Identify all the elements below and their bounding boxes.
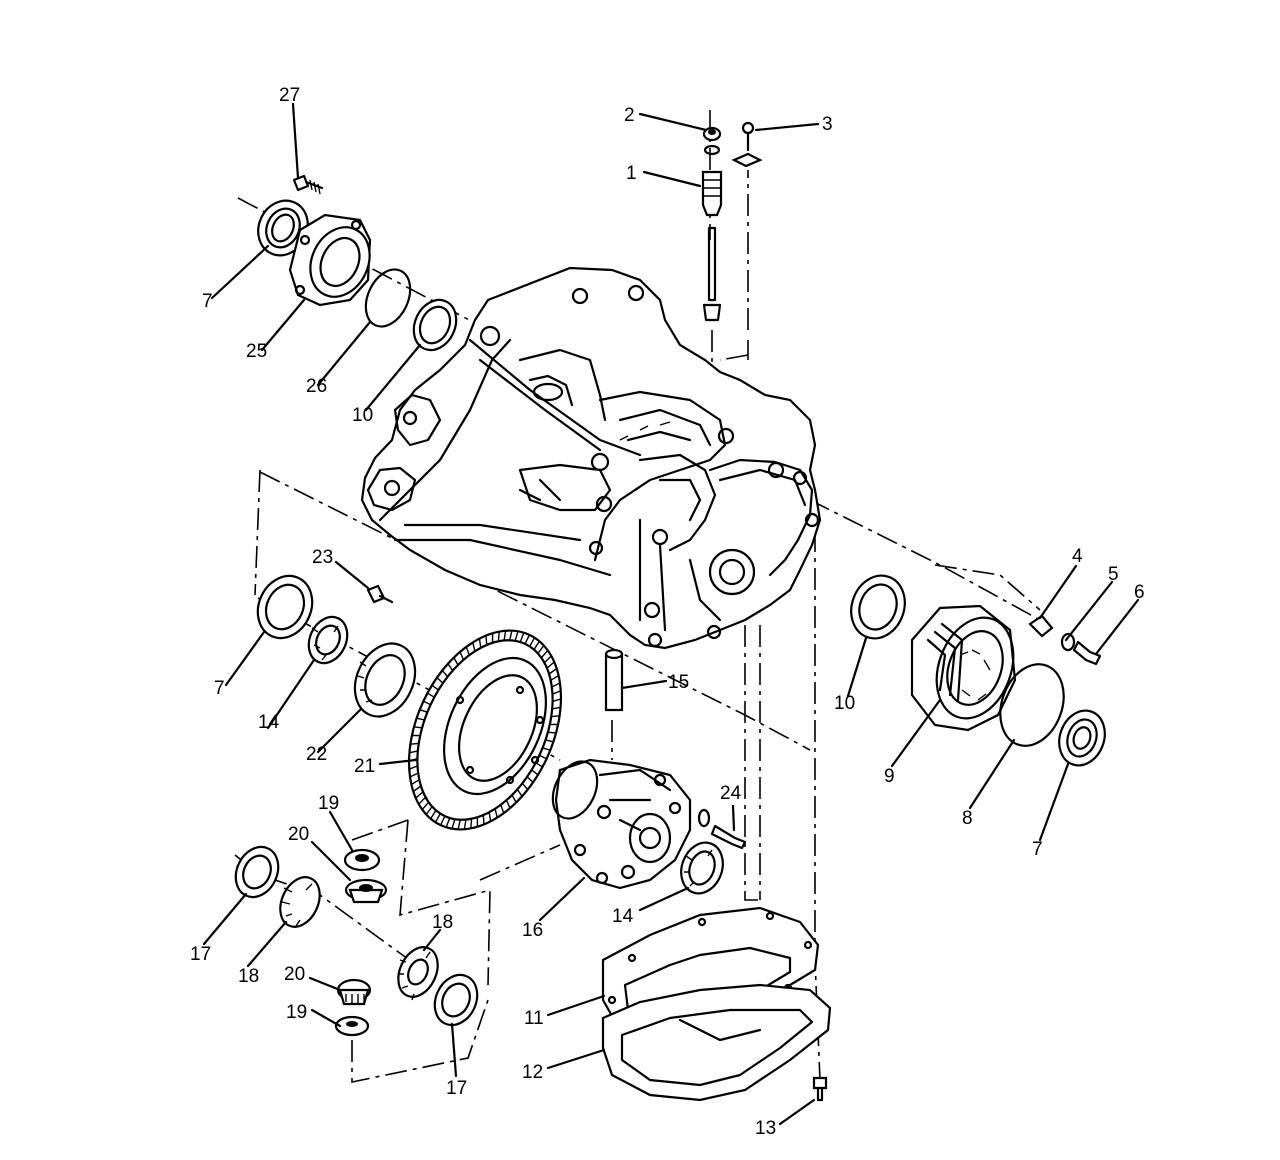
callout-16: 16 <box>522 920 543 941</box>
washer-19-lower <box>334 1015 370 1037</box>
callout-8: 8 <box>962 808 973 829</box>
callout-25: 25 <box>246 341 267 362</box>
ring-gear-21 <box>407 629 563 831</box>
callout-23: 23 <box>312 547 333 568</box>
clip-4 <box>1028 614 1054 638</box>
side-gear-18-left <box>279 876 321 928</box>
callout-17-right: 17 <box>446 1078 467 1099</box>
bearing-cup-10-upper <box>412 298 458 352</box>
pin-15 <box>604 648 624 712</box>
pinion-gear-20-upper <box>344 878 388 904</box>
bolt-6 <box>1072 640 1102 666</box>
bearing-14-center <box>680 841 724 895</box>
washer-5 <box>1060 632 1076 652</box>
callout-14-left: 14 <box>258 712 280 733</box>
thrust-washer-17-right <box>433 973 479 1027</box>
callout-18-left: 18 <box>238 966 259 987</box>
oil-pan-12 <box>601 983 832 1102</box>
leader-lines <box>202 102 1140 1126</box>
callout-17-left: 17 <box>190 944 211 965</box>
bolt-23 <box>366 584 394 604</box>
callout-18-right: 18 <box>432 912 453 933</box>
callout-21: 21 <box>354 756 375 777</box>
bolt-13 <box>812 1076 828 1102</box>
callout-19-upper: 19 <box>318 793 339 814</box>
adjuster-9 <box>910 604 1017 732</box>
callout-13: 13 <box>755 1118 776 1139</box>
ring-gear-tooth-lines <box>408 630 562 830</box>
callout-10-upper: 10 <box>352 405 373 426</box>
sensor-1 <box>701 170 723 322</box>
gear-22 <box>353 642 417 718</box>
o-ring-8 <box>999 663 1065 747</box>
callout-2: 2 <box>624 105 635 126</box>
callout-5: 5 <box>1108 564 1119 585</box>
transaxle-housing <box>360 266 822 650</box>
callout-26: 26 <box>306 376 327 397</box>
callout-9: 9 <box>884 766 895 787</box>
callout-24: 24 <box>720 783 742 804</box>
callout-20-lower: 20 <box>284 964 305 985</box>
bearing-14-left <box>307 615 349 665</box>
bearing-cup-7-left <box>256 574 314 640</box>
callout-14-center: 14 <box>612 906 634 927</box>
callout-7-right: 7 <box>1032 839 1043 860</box>
bolt-27 <box>292 174 324 195</box>
callout-12: 12 <box>522 1062 543 1083</box>
o-ring-26 <box>364 268 412 328</box>
differential-case-16 <box>551 758 692 890</box>
callout-10-right: 10 <box>834 693 855 714</box>
side-gear-18-right <box>397 946 439 1001</box>
callout-7-upper: 7 <box>202 291 213 312</box>
callout-15: 15 <box>668 672 689 693</box>
bolt-24 <box>697 808 747 850</box>
callout-11: 11 <box>524 1008 544 1029</box>
callout-19-lower: 19 <box>286 1002 307 1023</box>
seal-7-right <box>1058 709 1106 767</box>
callout-7-left: 7 <box>214 678 225 699</box>
ring-gear-teeth <box>408 630 562 830</box>
callout-22: 22 <box>306 744 327 765</box>
callout-20-upper: 20 <box>288 824 309 845</box>
pinion-gear-20-lower <box>336 978 372 1006</box>
callout-1: 1 <box>626 163 637 184</box>
callout-6: 6 <box>1134 582 1145 603</box>
thrust-washer-17-left <box>234 845 280 899</box>
callout-4: 4 <box>1072 546 1083 567</box>
callout-numbers: 27 2 3 1 7 25 26 10 23 4 5 6 7 14 15 10 … <box>190 85 1145 1139</box>
flange-25 <box>288 213 372 307</box>
washer-19-upper <box>343 848 381 872</box>
nut-2 <box>702 126 722 156</box>
bearing-cup-10-right <box>850 574 906 640</box>
callout-3: 3 <box>822 114 833 135</box>
screw-3 <box>731 121 763 168</box>
callout-27: 27 <box>279 85 300 106</box>
